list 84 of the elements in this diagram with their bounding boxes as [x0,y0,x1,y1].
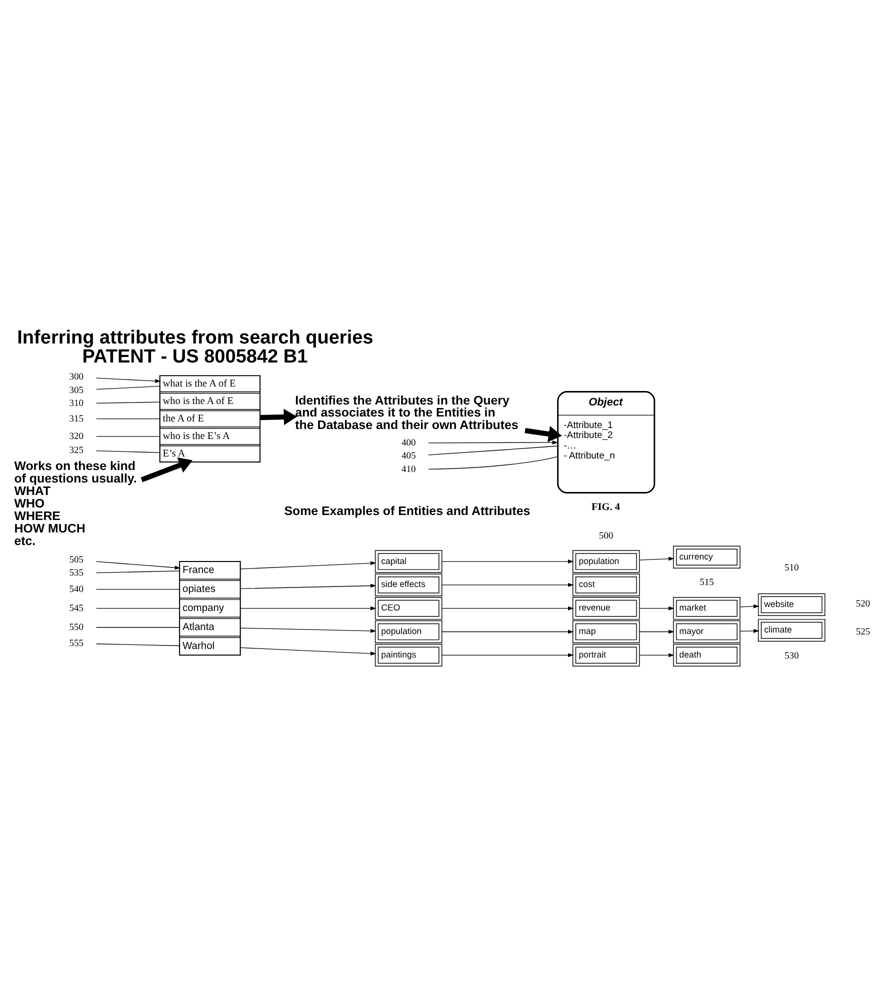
arrow [442,606,574,610]
node-box: revenue [572,596,640,620]
node-box: paintings [374,643,442,666]
node-text: 325 [69,445,84,456]
arrow [240,583,376,588]
node-box: death [673,643,740,666]
connector [96,401,160,403]
connector [96,626,180,628]
arrow [428,440,558,444]
arrow [140,457,193,482]
node-box: what is the A of E [159,374,260,392]
arrow [442,652,574,657]
node-box: cost [572,573,640,596]
node-box: the A of E [159,410,260,427]
node-box: website [758,592,826,616]
node-box: Warhol [179,636,241,656]
node-text: 305 [69,385,84,396]
label: Some Examples of Entities and Attributes [284,503,530,518]
node-text: 405 [401,451,416,462]
arrow [639,556,674,560]
arrow [96,560,181,570]
arrow [240,627,376,632]
node-text: 300 [69,372,84,382]
node-text: 505 [69,555,84,566]
node-box: population [374,620,442,643]
arrow [240,560,376,569]
node-box: portrait [572,643,640,666]
label: FIG. 4 [592,502,620,513]
node-box: France [179,560,241,579]
arrow [442,629,574,634]
node-box: side effects [374,573,442,596]
connector [428,456,558,470]
node-box: who is the E’s A [159,428,260,444]
arrow [260,408,298,425]
label: 530 [784,650,799,661]
connector [96,418,160,419]
node-text: 400 [401,438,416,448]
node-box: mayor [673,620,740,643]
arrow [524,425,562,442]
arrow [240,606,376,610]
node-text: 535 [69,568,84,578]
node-text: Works on these kind of questions usually. WHAT WHO WHERE HOW MUCH etc. [14,458,137,548]
node-box: map [572,620,640,643]
node-box: climate [758,618,826,642]
node-text: 550 [69,622,84,632]
node-text: Identifies the Attributes in the Query and associates it to the Entities in the Database and their own Attributes [295,392,518,432]
label: 520 [856,598,870,609]
node-text: 545 [69,603,84,614]
arrow [740,604,760,608]
arrow [240,646,376,655]
arrow [96,377,161,383]
node-text: 540 [69,584,84,594]
label: 500 [599,530,614,541]
connector [96,450,160,452]
node-box: capital [374,550,442,572]
node-text: 310 [69,398,84,408]
label: 525 [856,626,870,637]
node-text: 315 [69,414,84,424]
label: 515 [700,578,714,588]
node-box: population [572,550,640,572]
connector [428,445,558,455]
connector [96,643,180,646]
node-box: company [179,598,241,617]
arrow [639,629,674,634]
node-text: 555 [69,638,84,648]
node-box: Atlanta [179,618,241,636]
node-box: opiates [179,580,241,598]
arrow [639,606,674,610]
node-text: 410 [401,464,416,474]
node-box: market [673,596,740,620]
arrow [740,628,760,632]
node-box: currency [673,545,740,568]
node-box: CEO [374,596,442,620]
arrow [442,582,574,586]
connector [96,385,160,390]
node-box: who is the A of E [159,392,260,410]
node-box: E’s A [159,445,260,462]
connector [96,570,180,573]
diagram-title: Inferring attributes from search queries PATENT - US 8005842 B1 [17,326,374,367]
arrow [442,559,574,564]
arrow [639,652,674,657]
label: 510 [784,563,799,574]
connector [96,588,180,590]
node-text: 320 [69,431,84,442]
